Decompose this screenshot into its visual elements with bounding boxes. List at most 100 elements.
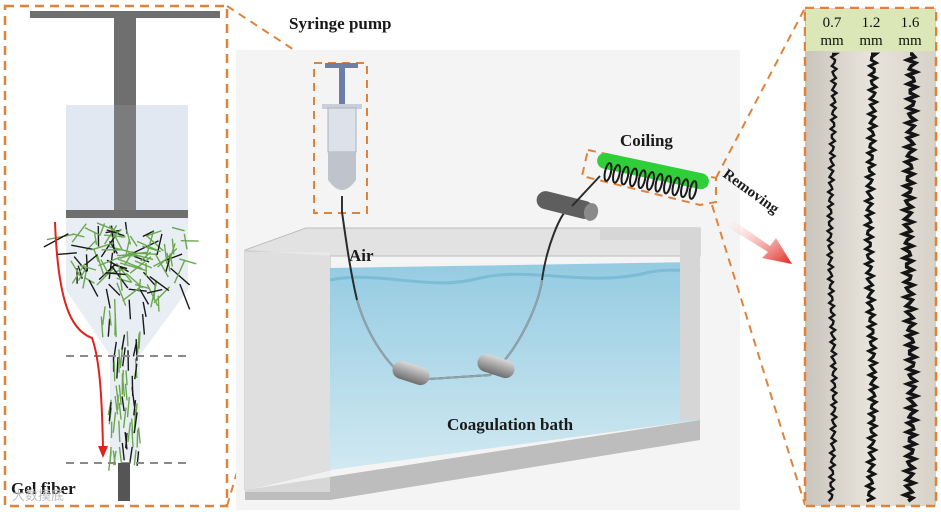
coil-wrap — [680, 178, 689, 199]
aligned-strand — [100, 316, 104, 338]
syringe-barrel — [327, 107, 357, 153]
aligned-strand — [118, 402, 122, 420]
air-label: Air — [349, 246, 374, 265]
tank-floor — [245, 420, 700, 500]
tangle-strand — [164, 253, 183, 262]
tangle-strand — [82, 268, 88, 289]
coiled-fibers — [825, 52, 922, 503]
tangle-strand — [116, 277, 132, 283]
aligned-strand — [124, 383, 128, 401]
roller-right — [477, 353, 515, 379]
photo-panel: 0.7 mm 1.2 mm 1.6 mm — [803, 6, 938, 508]
aligned-strand — [127, 422, 132, 443]
coil-wrap — [646, 171, 655, 191]
aligned-strand — [136, 333, 140, 354]
tangle-strand — [171, 226, 185, 232]
coiled-fiber — [825, 52, 841, 502]
syringe-fluid — [328, 152, 356, 190]
flow-arrow — [54, 221, 104, 449]
size-value-1: 0.7 — [823, 15, 842, 31]
aligned-strand — [138, 331, 141, 349]
aligned-strand — [133, 449, 137, 466]
aligned-strand — [126, 396, 131, 418]
aligned-strand — [121, 334, 126, 350]
tank-front-left — [245, 252, 330, 492]
tangle-strand — [105, 272, 126, 276]
tangle-strand — [105, 288, 111, 309]
tangle-strand — [150, 281, 158, 308]
syringe-pump-label: Syringe pump — [289, 14, 392, 33]
aligned-strand — [108, 451, 112, 471]
aligned-strand — [129, 446, 133, 464]
tangle-strand — [183, 233, 188, 250]
aligned-strand — [114, 396, 119, 415]
aligned-strand — [118, 349, 121, 365]
tangle-strand — [84, 254, 99, 266]
tangle-strand — [145, 234, 164, 252]
aligned-strand — [131, 386, 136, 407]
aligned-strand — [141, 314, 146, 335]
watermark: 大数摸底 — [12, 488, 64, 504]
tangle-strand — [129, 235, 138, 247]
tangle-strand — [71, 263, 86, 284]
coil-wrap — [663, 174, 672, 195]
coil-wrap — [688, 180, 698, 200]
gel-fiber-label: Gel fiber — [11, 479, 76, 498]
syringe-flange — [322, 104, 362, 109]
photo-connector-bottom — [711, 204, 806, 506]
aligned-strand — [117, 358, 120, 373]
aligned-strand — [126, 331, 129, 347]
aligned-strand — [121, 442, 125, 461]
coil-wrap — [637, 169, 647, 190]
aligned-strand — [133, 400, 137, 416]
coiling-box — [580, 148, 717, 207]
aligned-strand — [134, 363, 138, 380]
tangle-strand — [146, 288, 163, 294]
syringe-thumb — [325, 63, 358, 68]
coiling-mandrel — [571, 148, 717, 207]
tangle-strand — [71, 223, 87, 243]
aligned-strand — [136, 429, 139, 448]
tangle-strand — [108, 225, 123, 251]
left-zoom-panel: Gel fiber 大数摸底 — [3, 4, 229, 508]
tangle-strand — [79, 264, 97, 271]
syringe-box — [313, 62, 368, 214]
tangle-strand — [163, 243, 168, 265]
fiber-to-mandrel — [571, 175, 601, 207]
tangle-strand — [108, 283, 121, 296]
tangle-strand — [145, 230, 162, 237]
tangle-strand — [157, 247, 178, 268]
tangle-strand — [122, 285, 142, 302]
tangle-strand — [93, 231, 98, 245]
aligned-strand — [128, 299, 132, 320]
aligned-strand — [107, 318, 111, 337]
coil-wrap — [629, 167, 638, 188]
tangle-strand — [142, 245, 161, 253]
coil-wrap — [603, 162, 613, 182]
tangle-strand — [98, 256, 121, 267]
tangle-strand — [142, 271, 156, 286]
tangle-strand — [132, 252, 158, 256]
tangle-strand — [118, 264, 123, 291]
exit-roller — [536, 191, 599, 221]
tangle-strand — [113, 264, 128, 270]
removing-arrow — [726, 218, 792, 264]
roller-left — [392, 360, 430, 386]
aligned-strand — [108, 310, 112, 326]
tangle-strand — [91, 242, 114, 251]
tangle-strand — [121, 251, 148, 257]
coil-wraps — [603, 162, 698, 200]
coil-wrap — [654, 172, 664, 193]
tangle-strand — [179, 258, 197, 265]
coil-wrap — [612, 163, 621, 184]
apparatus: Syringe pump Air Coagulation — [236, 14, 740, 510]
tangle-strand — [169, 253, 174, 267]
size-header — [806, 9, 935, 51]
aligned-strand — [101, 306, 106, 326]
plunger-top — [30, 11, 220, 18]
tangle-strand — [125, 229, 132, 245]
tangle-strand — [149, 276, 170, 292]
plunger-rod-inner — [114, 105, 136, 210]
tangle-strand — [108, 252, 114, 280]
